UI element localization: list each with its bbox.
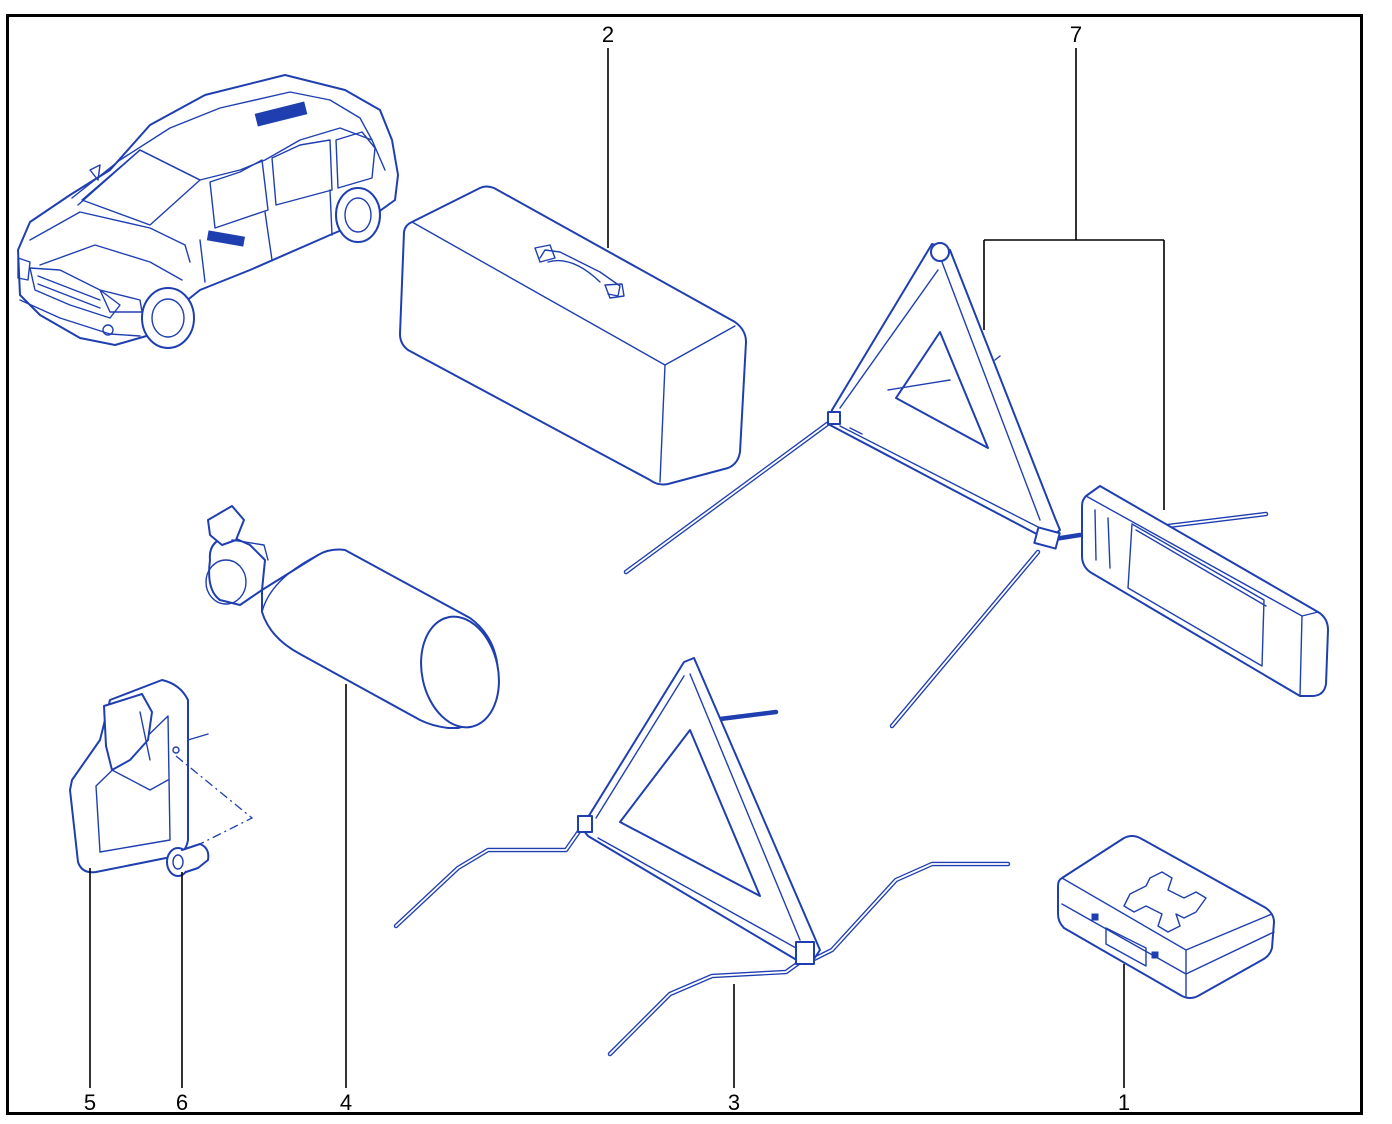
callout-5: 5 [84, 1090, 96, 1115]
callout-6: 6 [176, 1090, 188, 1115]
warning-triangle-folded-icon [623, 242, 1269, 729]
callout-2: 2 [602, 22, 614, 47]
leader-7 [983, 48, 1165, 510]
callout-1: 1 [1118, 1090, 1130, 1115]
clip-icon [166, 843, 210, 877]
warning-triangle-icon [393, 657, 1011, 1057]
fixing-line [175, 755, 254, 847]
callout-4: 4 [340, 1090, 352, 1115]
diagram-frame [6, 14, 1363, 1115]
callout-3: 3 [728, 1090, 740, 1115]
tool-bag-icon [399, 185, 747, 486]
callout-lines [89, 48, 1165, 1088]
callout-7: 7 [1070, 22, 1082, 47]
first-aid-kit-icon [1057, 835, 1275, 999]
fire-extinguisher-icon [205, 505, 500, 729]
car-icon [17, 74, 399, 349]
warning-triangle-case-icon [1081, 485, 1329, 697]
bracket-icon [69, 679, 209, 874]
